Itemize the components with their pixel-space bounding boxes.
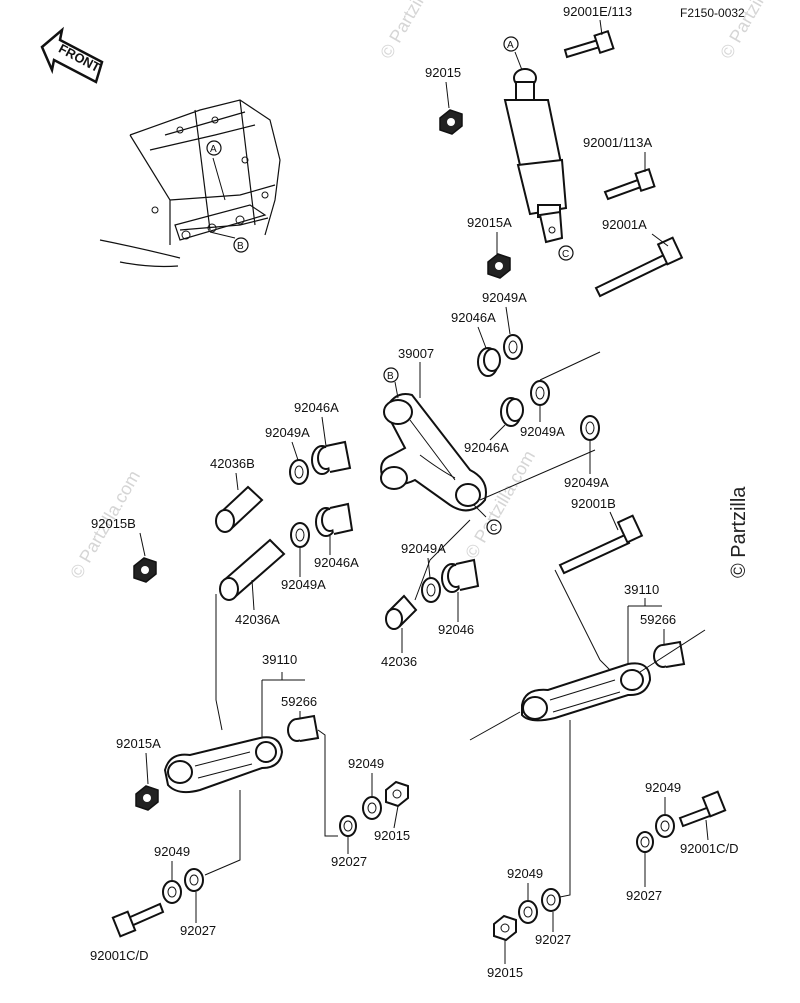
rocker-arm-39110-right bbox=[521, 662, 652, 722]
bolt-92001a bbox=[594, 236, 684, 298]
bushing-92046-center bbox=[441, 558, 480, 593]
bolt-92001c-d-right bbox=[678, 790, 727, 828]
seal-92027-mid bbox=[339, 815, 357, 837]
label-92046a-1: 92046A bbox=[451, 310, 496, 325]
label-92001c-d-left: 92001C/D bbox=[90, 948, 149, 963]
label-92046a-4: 92046A bbox=[314, 555, 359, 570]
tie-rod-39007 bbox=[380, 393, 487, 512]
seal-92049-bottom bbox=[518, 900, 538, 924]
nut-92015-top bbox=[439, 109, 463, 135]
bushing-59266-left bbox=[287, 714, 320, 742]
label-92015-top: 92015 bbox=[425, 65, 461, 80]
seal-92049-right bbox=[655, 814, 675, 838]
label-92046: 92046 bbox=[438, 622, 474, 637]
label-92027-left: 92027 bbox=[180, 923, 216, 938]
label-59266-left: 59266 bbox=[281, 694, 317, 709]
label-92015b: 92015B bbox=[91, 516, 136, 531]
label-39110-left: 39110 bbox=[262, 652, 297, 667]
label-92049-mid: 92049 bbox=[348, 756, 384, 771]
label-92049a-5: 92049A bbox=[281, 577, 326, 592]
frame-sketch bbox=[99, 99, 281, 268]
label-59266-right: 59266 bbox=[640, 612, 676, 627]
seal-92049a-left-upper bbox=[289, 459, 309, 485]
label-92001b: 92001B bbox=[571, 496, 616, 511]
svg-text:A: A bbox=[507, 40, 514, 51]
bushing-92046a-left-upper bbox=[311, 440, 352, 475]
label-92049a-3: 92049A bbox=[265, 425, 310, 440]
seal-92049-mid bbox=[362, 796, 382, 820]
label-92001e-113: 92001E/113 bbox=[563, 4, 632, 19]
nut-92015b bbox=[133, 557, 157, 583]
label-92046a-3: 92046A bbox=[294, 400, 339, 415]
label-42036: 42036 bbox=[381, 654, 417, 669]
label-42036b: 42036B bbox=[210, 456, 255, 471]
label-39007: 39007 bbox=[398, 346, 434, 361]
ref-mark-c-linkage: C bbox=[486, 519, 502, 535]
collar-42036b bbox=[215, 485, 264, 533]
label-92027-mid: 92027 bbox=[331, 854, 367, 869]
seal-92049-left bbox=[162, 880, 182, 904]
ref-mark-b-frame: B bbox=[233, 237, 249, 253]
bolt-92001-113a bbox=[603, 168, 656, 201]
bolt-92001b bbox=[558, 514, 644, 575]
svg-text:B: B bbox=[387, 371, 394, 382]
label-42036a: 42036A bbox=[235, 612, 280, 627]
seal-92049a-upper bbox=[503, 334, 523, 360]
watermark-side: © Partzilla bbox=[728, 486, 750, 578]
label-92049a-2: 92049A bbox=[520, 424, 565, 439]
seal-92027-left bbox=[184, 868, 204, 892]
shock-absorber bbox=[503, 68, 568, 244]
bushing-92046a-upper bbox=[477, 347, 501, 377]
rocker-arm-39110-left bbox=[163, 736, 284, 794]
ref-mark-c-shock: C bbox=[558, 245, 574, 261]
collar-42036a bbox=[219, 538, 286, 601]
svg-text:A: A bbox=[210, 144, 217, 155]
diagram-code: F2150-0032 bbox=[680, 6, 745, 20]
seal-92049a-center bbox=[421, 577, 441, 603]
seal-92027-right bbox=[636, 831, 654, 853]
seal-92049a-left-mid bbox=[290, 522, 310, 548]
seal-92049a-mid-right bbox=[580, 415, 600, 441]
label-92015-mid: 92015 bbox=[374, 828, 410, 843]
seal-92027-bottom bbox=[541, 888, 561, 912]
label-92049-right: 92049 bbox=[645, 780, 681, 795]
nut-92015-bottom bbox=[493, 914, 517, 942]
label-92001-113a: 92001/113A bbox=[583, 135, 652, 150]
bushing-59266-right bbox=[653, 640, 686, 668]
label-92001c-d-right: 92001C/D bbox=[680, 841, 739, 856]
seal-92049a-mid bbox=[530, 380, 550, 406]
ref-mark-b-linkage: B bbox=[383, 367, 399, 383]
label-92001a: 92001A bbox=[602, 217, 647, 232]
ref-mark-a-frame: A bbox=[206, 140, 222, 156]
label-92049a-1: 92049A bbox=[482, 290, 527, 305]
label-39110-right: 39110 bbox=[624, 582, 659, 597]
label-92049a-4: 92049A bbox=[564, 475, 609, 490]
bushing-92046a-left-mid bbox=[315, 502, 354, 537]
svg-text:B: B bbox=[237, 241, 244, 252]
label-92027-right: 92027 bbox=[626, 888, 662, 903]
bolt-92001e-113 bbox=[563, 30, 615, 59]
label-92015-bottom: 92015 bbox=[487, 965, 523, 980]
label-92027-bottom: 92027 bbox=[535, 932, 571, 947]
ref-mark-a-shock: A bbox=[503, 36, 519, 52]
bushing-92046a-mid bbox=[500, 397, 524, 427]
label-92015a-top: 92015A bbox=[467, 215, 512, 230]
svg-text:C: C bbox=[490, 523, 497, 534]
collar-42036 bbox=[385, 594, 418, 630]
svg-text:C: C bbox=[562, 249, 569, 260]
watermark-top: © Partzilla.com bbox=[376, 0, 454, 62]
label-92046a-2: 92046A bbox=[464, 440, 509, 455]
nut-92015a-top bbox=[487, 253, 511, 279]
front-arrow-icon: FRONT bbox=[40, 26, 104, 84]
nut-92015-mid bbox=[385, 780, 409, 808]
nut-92015a-left bbox=[135, 785, 159, 811]
label-92049a-6: 92049A bbox=[401, 541, 446, 556]
bolt-92001c-d-left bbox=[111, 902, 165, 938]
label-92015a-left: 92015A bbox=[116, 736, 161, 751]
label-92049-bottom: 92049 bbox=[507, 866, 543, 881]
label-92049-left: 92049 bbox=[154, 844, 190, 859]
